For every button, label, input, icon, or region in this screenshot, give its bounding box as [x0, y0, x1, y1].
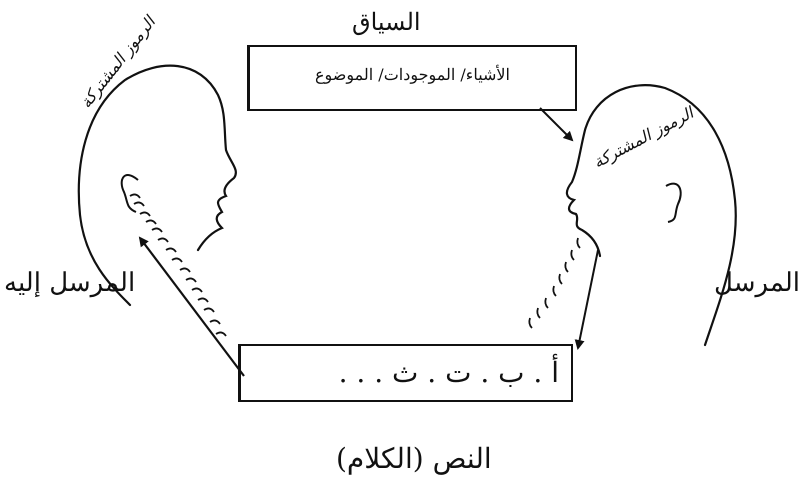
text-to-receiver-arrow — [140, 238, 244, 376]
sender-ear-icon — [666, 184, 681, 222]
message-box: أ . ب . ت . ث . . . — [238, 344, 573, 402]
receiver-ear-icon — [122, 175, 138, 212]
sender-label: المرسل — [714, 270, 800, 296]
context-box: الأشياء/ الموجودات/ الموضوع — [247, 45, 577, 111]
context-title: السياق — [352, 10, 421, 34]
sender-sound-waves — [529, 238, 580, 328]
context-to-sender-arrow — [540, 108, 572, 140]
message-box-text: أ . ب . ت . ث . . . — [339, 356, 559, 389]
context-box-text: الأشياء/ الموجودات/ الموضوع — [250, 65, 575, 84]
message-caption: النص (الكلام) — [336, 445, 492, 473]
sender-to-text-arrow — [578, 250, 598, 348]
receiver-sound-waves — [130, 194, 226, 336]
receiver-label: المرسل إليه — [4, 270, 135, 296]
